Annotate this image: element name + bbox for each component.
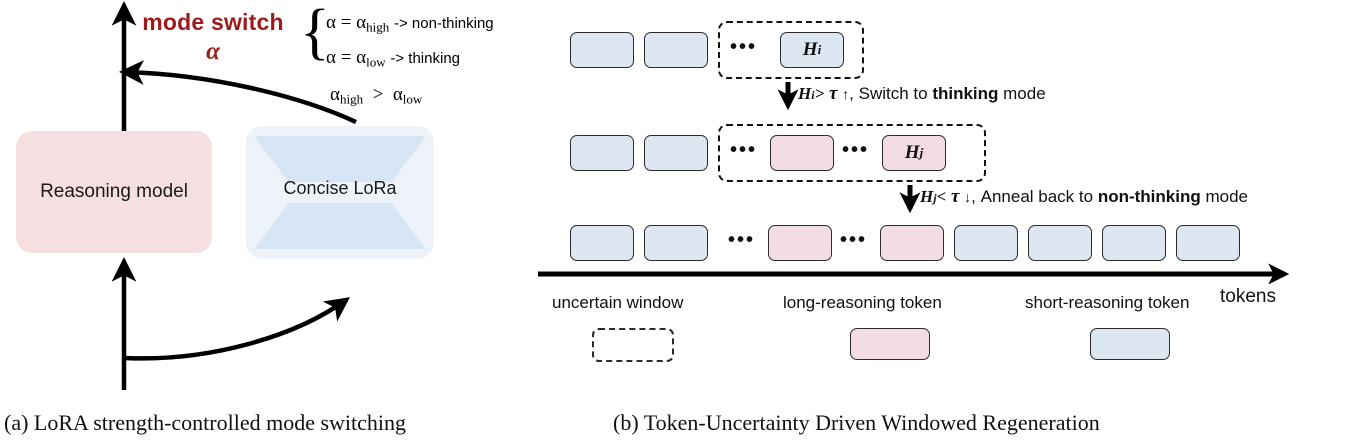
step2-emphasis: non-thinking xyxy=(1097,187,1201,206)
token-row3-1 xyxy=(570,225,634,261)
tokens-axis xyxy=(538,263,1290,285)
step1-text-before: , Switch to xyxy=(849,84,933,103)
token-row1-1 xyxy=(570,32,634,68)
token-row1-hi-sub: i xyxy=(817,42,822,57)
caption-panel-b: (b) Token-Uncertainty Driven Windowed Re… xyxy=(613,410,1100,435)
alpha-low-lhs: α = α xyxy=(326,47,367,68)
lora-trapezoid-bottom xyxy=(254,203,426,249)
inequality-rhs: α xyxy=(392,84,403,105)
uncertain-window-row2 xyxy=(718,124,986,182)
transition-arrow-2 xyxy=(899,185,921,214)
token-row2-hj-label: H xyxy=(904,142,920,163)
step1-condition-op: > xyxy=(814,84,825,103)
step2-text-before: , Anneal back to xyxy=(971,187,1098,206)
token-row3-8 xyxy=(1176,225,1240,261)
panel-a-arrows xyxy=(111,1,357,390)
legend-chip-short-reasoning-token xyxy=(1090,328,1170,360)
step1-direction-icon: ↑ xyxy=(842,86,850,102)
step2-tau: τ xyxy=(951,186,960,207)
lora-trapezoid-top xyxy=(254,136,426,182)
ellipsis-row3-2: ••• xyxy=(840,229,868,251)
legend-label-long-reasoning-token: long-reasoning token xyxy=(783,293,942,312)
legend-chip-uncertain-window xyxy=(592,328,674,362)
step2-label: Hj< τ ↓, Anneal back to non-thinking mod… xyxy=(920,186,1248,208)
token-row1-2 xyxy=(644,32,708,68)
step2-direction-icon: ↓ xyxy=(964,189,972,205)
inequality-lhs-sub: high xyxy=(339,91,364,107)
token-row2-2 xyxy=(644,135,708,171)
transition-arrow-1 xyxy=(777,82,799,111)
mode-switch-alpha-symbol: α xyxy=(206,38,220,65)
concise-lora-label: Concise LoRa xyxy=(283,178,397,198)
step1-emphasis: thinking xyxy=(932,84,999,103)
mode-switch-title: mode switch xyxy=(142,9,284,35)
step2-condition-sub: j xyxy=(933,191,937,205)
alpha-high-subscript: high xyxy=(366,19,390,35)
ellipsis-row2-2: ••• xyxy=(842,139,870,161)
uncertain-window-row1 xyxy=(718,21,864,79)
caption-panel-a: (a) LoRA strength-controlled mode switch… xyxy=(4,410,407,435)
legend-label-uncertain-window: uncertain window xyxy=(552,293,684,312)
ellipsis-row1-1: ••• xyxy=(730,36,758,58)
token-row3-2 xyxy=(644,225,708,261)
reasoning-model-label: Reasoning model xyxy=(40,181,188,202)
legend-chip-long-reasoning-token xyxy=(850,328,930,360)
step2-condition-op: < xyxy=(936,187,947,206)
token-row2-hj-sub: j xyxy=(919,145,924,160)
token-row2-1 xyxy=(570,135,634,171)
panel-lora-mode-switching: mode switch α { α = αhigh -> non-thinkin… xyxy=(0,0,600,442)
token-row3-long-2 xyxy=(880,225,944,261)
step1-label: Hi> τ ↑, Switch to thinking mode xyxy=(798,83,1046,105)
alpha-high-result: -> non-thinking xyxy=(394,15,494,32)
curly-brace-icon: { xyxy=(300,0,330,66)
step1-condition-sub: i xyxy=(811,88,815,102)
ellipsis-row3-1: ••• xyxy=(728,229,756,251)
token-row3-6 xyxy=(1028,225,1092,261)
alpha-low-result: -> thinking xyxy=(390,50,460,67)
inequality-rhs-sub: low xyxy=(402,91,423,107)
token-row3-5 xyxy=(954,225,1018,261)
tokens-axis-label: tokens xyxy=(1220,286,1276,307)
step1-text-after: mode xyxy=(998,84,1046,103)
alpha-conditions-block: { α = αhigh -> non-thinking α = αlow -> … xyxy=(300,0,550,78)
step2-condition-var: H xyxy=(920,187,934,206)
token-row3-7 xyxy=(1102,225,1166,261)
step2-text-after: mode xyxy=(1200,187,1248,206)
step1-tau: τ xyxy=(829,83,838,104)
alpha-low-subscript: low xyxy=(366,54,386,70)
legend-label-short-reasoning-token: short-reasoning token xyxy=(1025,293,1190,312)
inequality-operator: > xyxy=(372,84,384,105)
step1-condition-var: H xyxy=(798,84,812,103)
alpha-inequality: αhigh > αlow xyxy=(330,84,422,107)
reasoning-model-box: Reasoning model xyxy=(16,131,212,253)
alpha-high-condition: α = αhigh -> non-thinking xyxy=(326,12,494,35)
alpha-high-lhs: α = α xyxy=(326,12,367,33)
token-row2-long-1 xyxy=(770,135,834,171)
token-row1-hi-label: H xyxy=(802,39,818,60)
concise-lora-box: Concise LoRa xyxy=(246,126,434,259)
token-row3-long-1 xyxy=(768,225,832,261)
ellipsis-row2-1: ••• xyxy=(730,139,758,161)
alpha-low-condition: α = αlow -> thinking xyxy=(326,47,460,70)
inequality-lhs: α xyxy=(330,84,340,105)
